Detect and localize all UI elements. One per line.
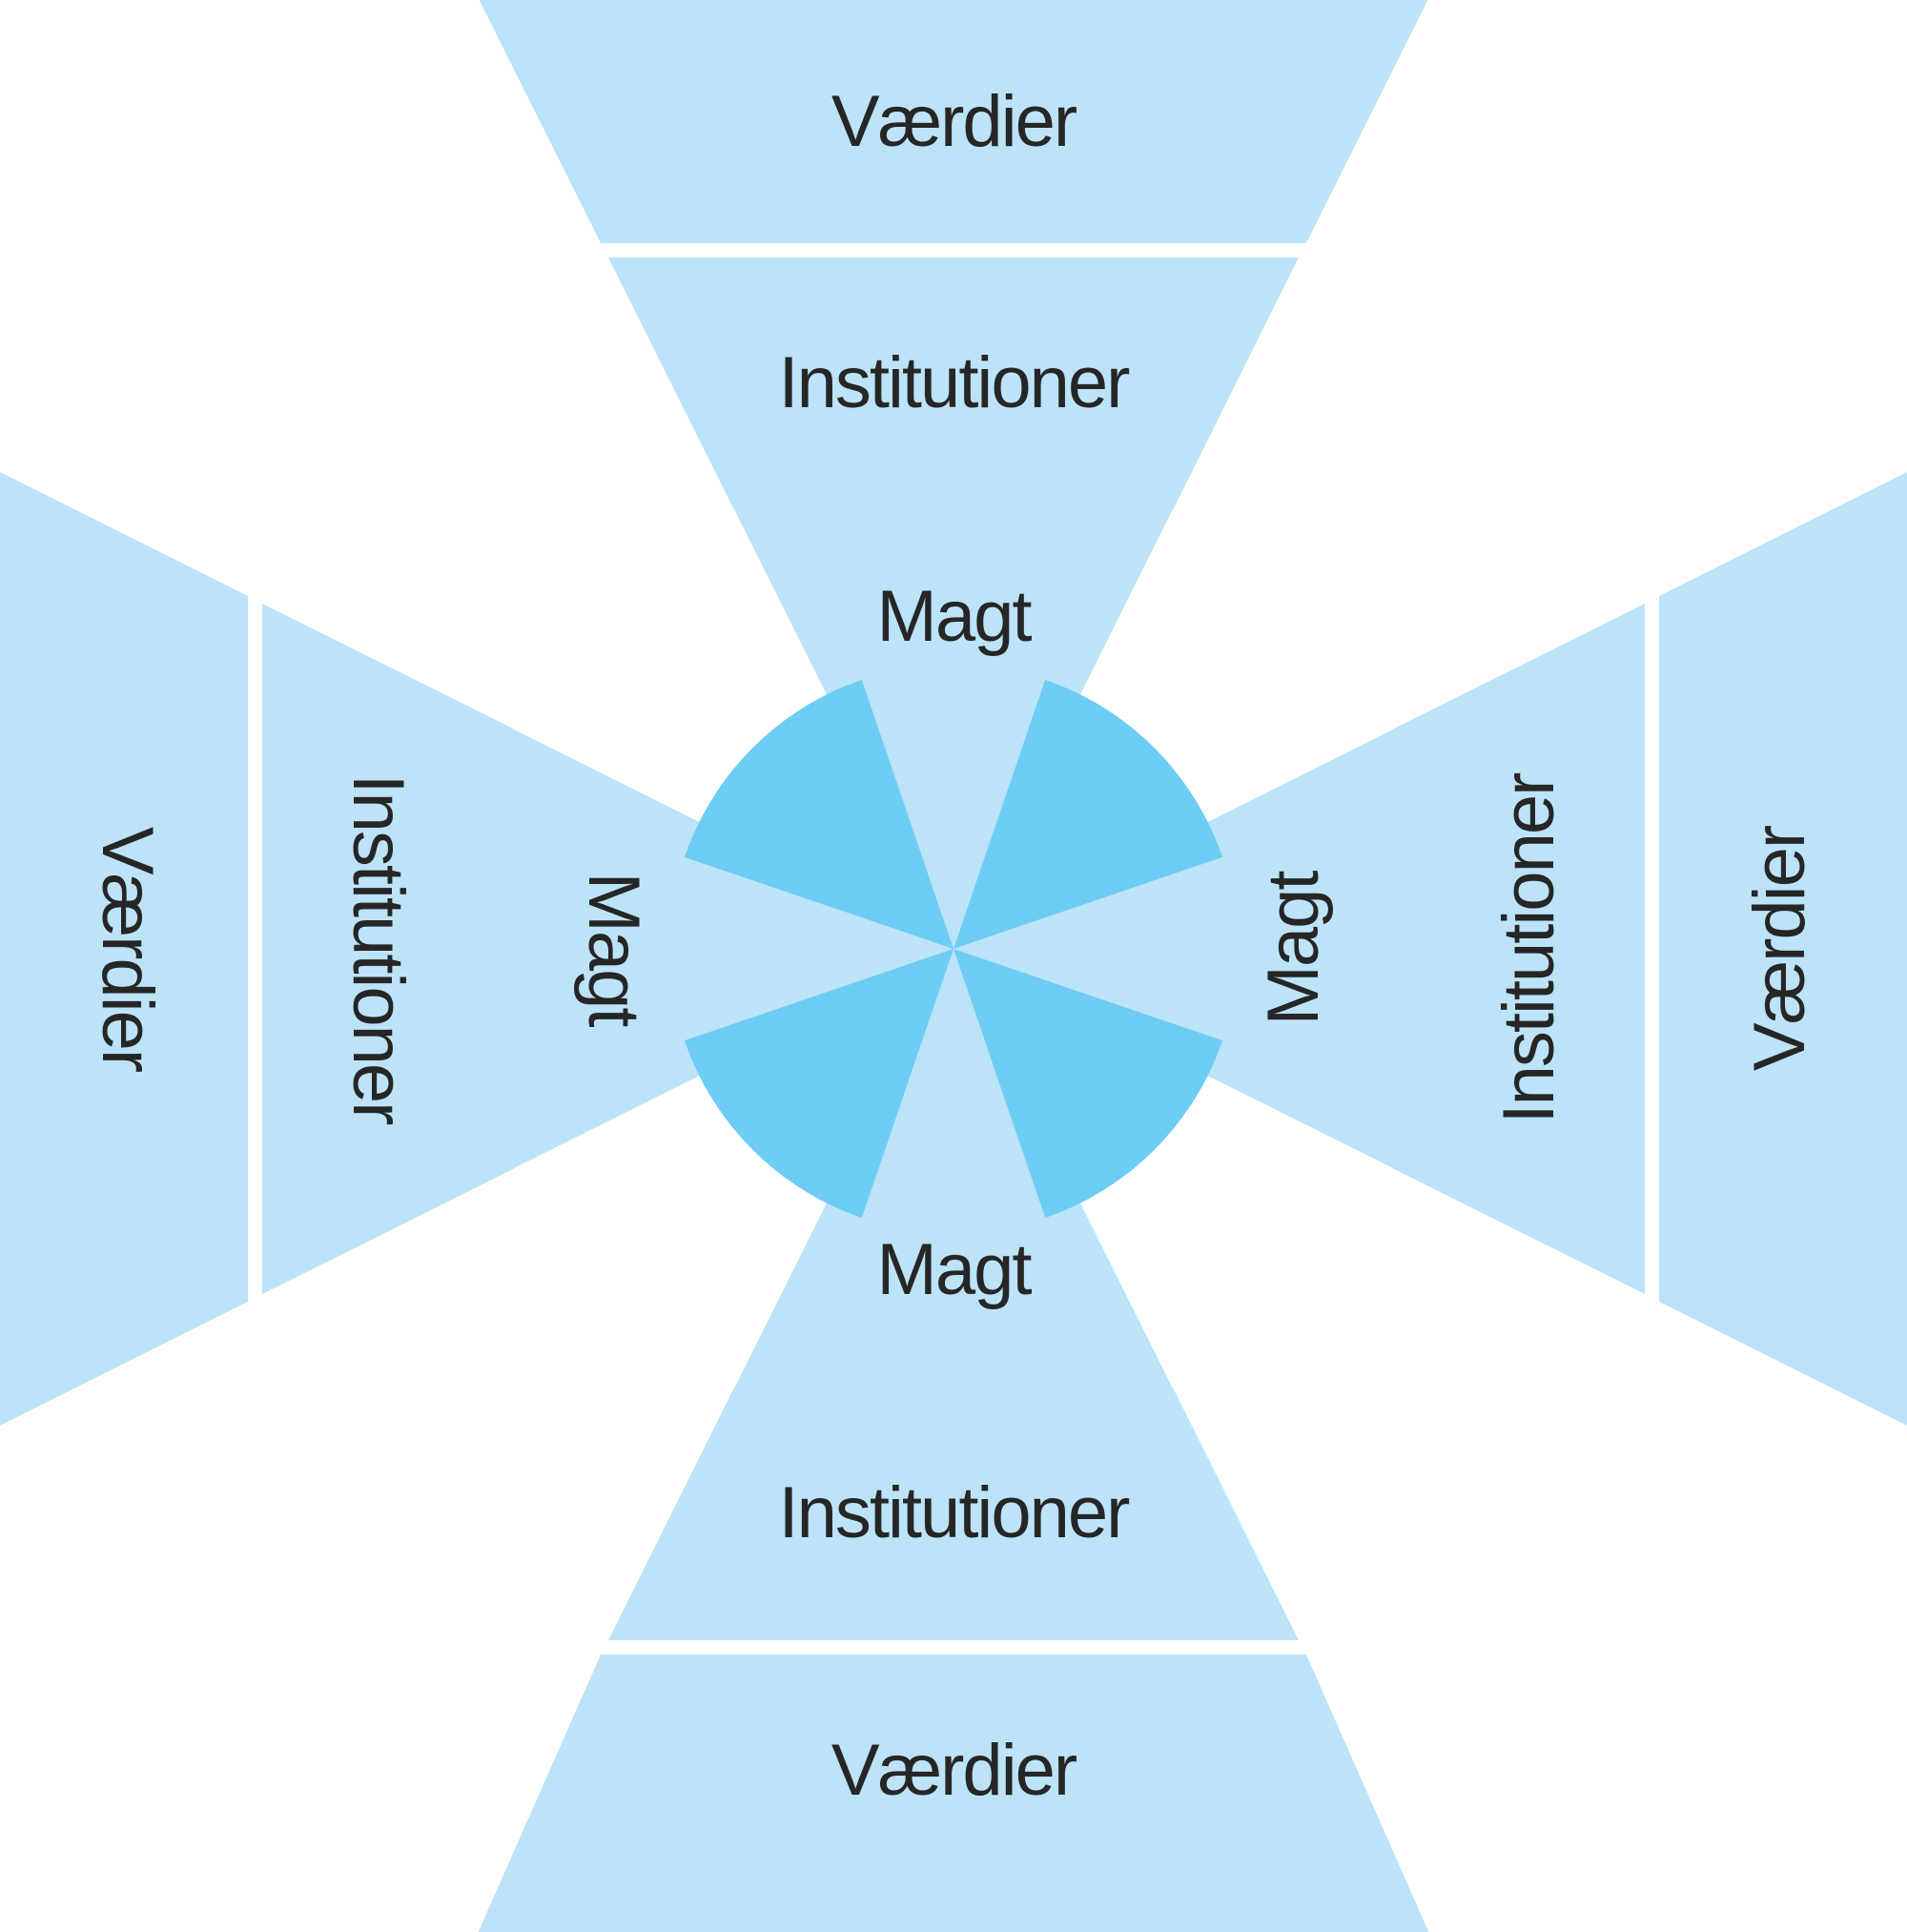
label-bottom-outer: Værdier: [831, 1730, 1077, 1811]
wedge-top-middle-band: [608, 257, 1299, 510]
label-bottom-middle: Institutioner: [779, 1472, 1131, 1553]
label-bottom-inner: Magt: [877, 1229, 1033, 1310]
label-left-inner: Magt: [573, 873, 654, 1028]
wedge-right-outer-band: [1659, 453, 1907, 1445]
label-left-outer: Værdier: [87, 827, 168, 1073]
center-tip-right: [954, 849, 1247, 1049]
center-tip-left: [660, 849, 954, 1049]
wedge-top: [479, 0, 1428, 949]
label-top-inner: Magt: [877, 576, 1033, 657]
label-top-outer: Værdier: [831, 81, 1077, 162]
wedge-right-middle-band: [1392, 604, 1645, 1294]
center-tip-top: [853, 655, 1054, 949]
wedge-left-outer-band: [0, 453, 248, 1445]
center-tip-bottom: [853, 949, 1054, 1243]
center-tips: [660, 655, 1247, 1243]
label-right-inner: Magt: [1253, 871, 1334, 1026]
wedge-left-middle-band: [262, 604, 515, 1294]
label-left-middle: Institutioner: [338, 774, 419, 1126]
wedge-top-outer-band: [479, 0, 1428, 243]
wedge-bottom-outer-band: [478, 1655, 1429, 1932]
labels: Værdier Institutioner Magt Magt Institut…: [87, 81, 1820, 1811]
label-right-middle: Institutioner: [1488, 772, 1569, 1124]
wedge-bottom-middle-band: [608, 1387, 1299, 1640]
label-top-middle: Institutioner: [779, 342, 1131, 423]
label-right-outer: Værdier: [1739, 825, 1820, 1071]
